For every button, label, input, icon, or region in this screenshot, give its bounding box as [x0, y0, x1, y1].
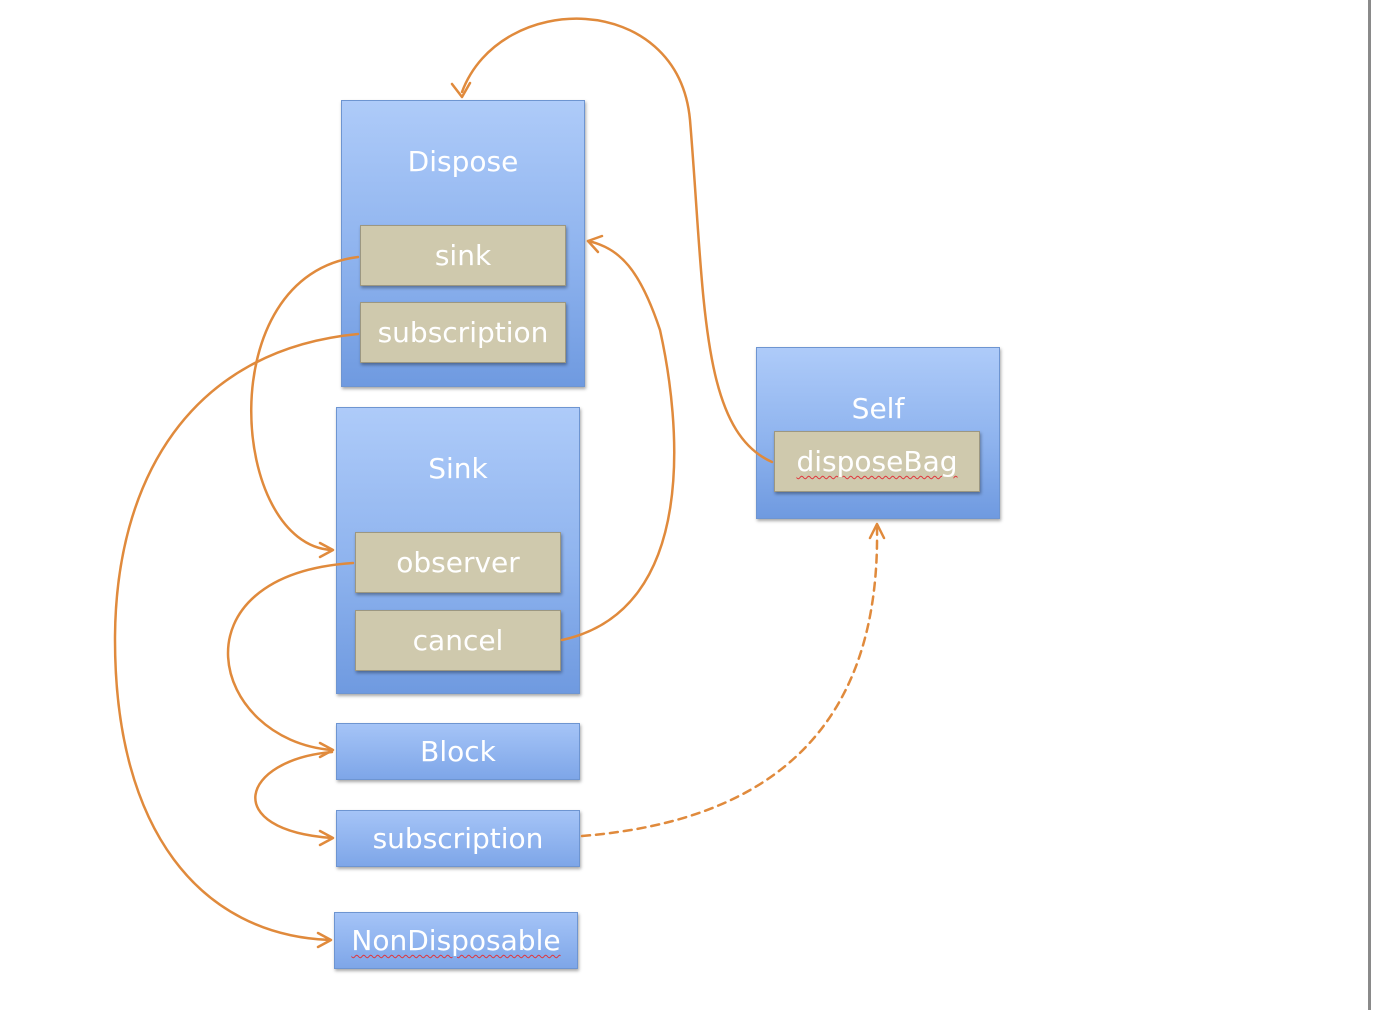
sink-box-title: Sink	[428, 452, 488, 485]
arrowhead-block	[318, 741, 335, 759]
arrow-disposebag-to-dispose	[460, 17, 774, 464]
arrow-subscription-to-nondisposable	[113, 332, 360, 942]
sink-field-observer: observer	[355, 532, 561, 593]
arrowhead-observer	[318, 541, 335, 559]
arrow-cancel-to-dispose	[560, 239, 676, 642]
non-disposable-bar: NonDisposable	[334, 912, 578, 969]
arrowhead-dispose-side	[586, 234, 604, 254]
arrow-observer-to-block	[226, 561, 355, 752]
arrowhead-nondisposable	[316, 931, 333, 949]
dispose-field-subscription: subscription	[360, 302, 566, 363]
dispose-field-sink: sink	[360, 225, 566, 286]
self-field-dispose-bag: disposeBag	[774, 431, 980, 492]
arrowhead-disposebag	[868, 522, 886, 540]
arrow-sink-to-observer	[250, 255, 360, 552]
arrowhead-subscription	[318, 829, 335, 847]
subscription-bar: subscription	[336, 810, 580, 867]
block-bar: Block	[336, 723, 580, 780]
non-disposable-label: NonDisposable	[351, 924, 561, 957]
dispose-box-title: Dispose	[407, 145, 519, 178]
arrowhead-dispose-top	[450, 81, 472, 99]
self-box-title: Self	[851, 392, 905, 425]
arrow-block-to-subscription	[254, 750, 334, 840]
sink-field-cancel: cancel	[355, 610, 561, 671]
arrow-subscription-to-disposebag	[580, 526, 879, 838]
dispose-bag-label: disposeBag	[796, 445, 958, 478]
right-edge-line	[1368, 0, 1371, 1010]
